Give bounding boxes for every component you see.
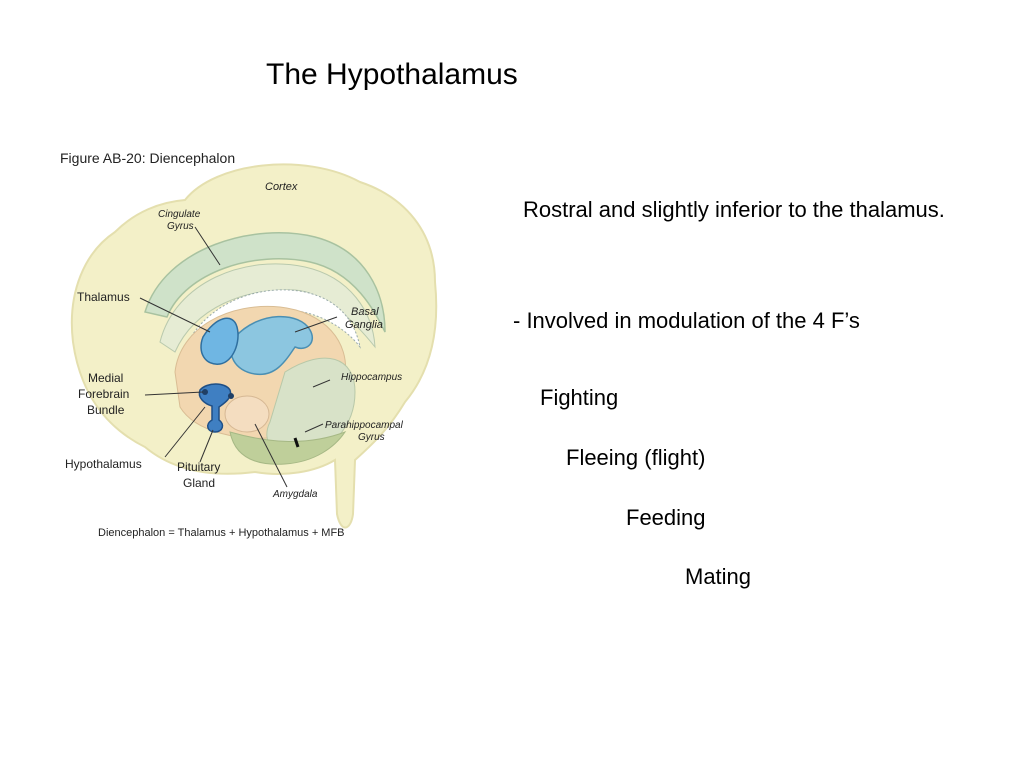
label-parahippocampal-2: Gyrus xyxy=(358,432,385,443)
cingulate-inner-shape xyxy=(159,263,376,353)
label-cingulate: Cingulate xyxy=(158,209,201,220)
label-thalamus: Thalamus xyxy=(77,290,130,304)
label-gland: Gland xyxy=(183,476,215,490)
label-forebrain: Forebrain xyxy=(78,387,129,401)
label-bundle: Bundle xyxy=(87,403,125,417)
cingulate-gyrus-shape xyxy=(144,232,386,333)
four-fs-point: - Involved in modulation of the 4 F’s xyxy=(513,308,860,333)
f-item-fleeing: Fleeing (flight) xyxy=(566,445,706,470)
leader-lines xyxy=(139,226,338,488)
label-cortex: Cortex xyxy=(265,181,298,193)
amygdala-shape xyxy=(224,395,270,433)
label-hippocampus: Hippocampus xyxy=(341,372,402,383)
mfb-dot xyxy=(228,393,234,399)
slide-title: The Hypothalamus xyxy=(266,58,518,91)
label-pituitary: Pituitary xyxy=(177,460,220,474)
diencephalon-figure: Figure AB-20: Diencephalon Cortex Cingul… xyxy=(55,142,445,547)
figure-title: Figure AB-20: Diencephalon xyxy=(60,150,235,166)
label-cingulate-2: Gyrus xyxy=(167,221,194,232)
mfb-dot xyxy=(202,389,208,395)
f-item-mating: Mating xyxy=(685,564,752,589)
location-description: Rostral and slightly inferior to the tha… xyxy=(523,197,945,222)
label-ganglia: Ganglia xyxy=(345,319,383,331)
parahippocampal-shape xyxy=(229,430,347,465)
label-amygdala: Amygdala xyxy=(272,489,318,500)
label-parahippocampal: Parahippocampal xyxy=(325,420,404,431)
thalamus-shape xyxy=(200,317,239,365)
label-basal: Basal xyxy=(351,306,379,318)
f-item-fighting: Fighting xyxy=(540,385,619,410)
label-medial: Medial xyxy=(88,371,123,385)
label-hypothalamus: Hypothalamus xyxy=(65,457,142,471)
basal-ganglia-shape xyxy=(230,315,314,376)
f-item-feeding: Feeding xyxy=(626,505,706,530)
tick-mark xyxy=(293,437,300,448)
brain-diagram: Figure AB-20: Diencephalon Cortex Cingul… xyxy=(60,150,438,539)
figure-caption: Diencephalon = Thalamus + Hypothalamus +… xyxy=(98,527,345,539)
hypothalamus-shape xyxy=(198,383,232,433)
